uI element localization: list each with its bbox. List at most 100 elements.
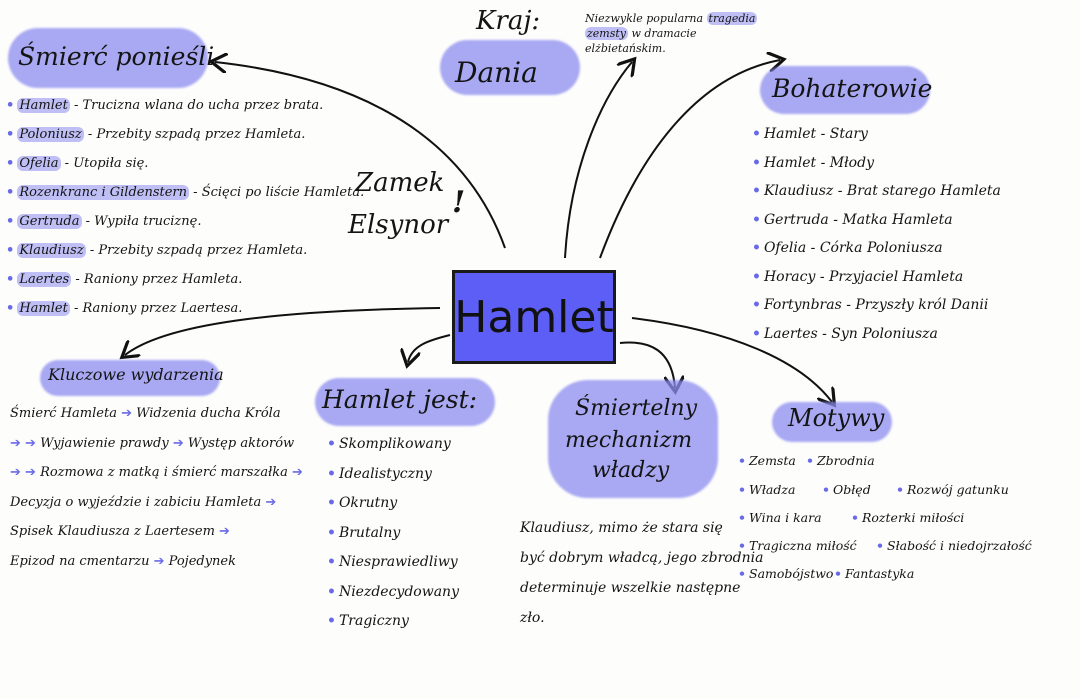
bullet-dot: • xyxy=(876,538,884,553)
bullet-dot: • xyxy=(327,495,336,511)
motif-text: Władza xyxy=(749,482,796,497)
arrow-icon: ➔ xyxy=(10,465,26,480)
heroes-list-item: •Klaudiusz - Brat starego Hamleta xyxy=(752,183,1001,199)
death-cause-text: - Utopiła się. xyxy=(60,156,149,171)
motif-text: Rozterki miłości xyxy=(862,510,965,525)
genre-note-line-2: zemsty w dramacie xyxy=(585,27,696,40)
death-list-item: •Poloniusz - Przebity szpadą przez Hamle… xyxy=(6,127,305,142)
arrow-icon: ➔ xyxy=(25,465,41,480)
central-node-hamlet: Hamlet xyxy=(452,270,616,364)
events-list-line: Epizod na cmentarzu ➔ Pojedynek xyxy=(10,554,236,569)
bullet-dot: • xyxy=(6,214,15,229)
motif-item: •Obłęd xyxy=(822,482,871,497)
bullet-dot: • xyxy=(752,268,761,285)
genre-text-2: w dramacie xyxy=(628,27,697,40)
bullet-dot: • xyxy=(6,243,15,258)
bullet-dot: • xyxy=(752,297,761,313)
mechanism-text-line: determinuje wszelkie następne xyxy=(520,580,741,596)
motif-text: Samobójstwo xyxy=(749,566,834,581)
arrow-to-heroes xyxy=(599,60,780,259)
bullet-dot: • xyxy=(806,453,814,468)
trait-text: Idealistyczny xyxy=(338,465,432,482)
genre-highlight-1: tragedia xyxy=(706,12,758,25)
central-node-label: Hamlet xyxy=(454,291,614,343)
motif-item: •Władza xyxy=(738,482,795,497)
motif-item: •Rozterki miłości xyxy=(851,510,964,525)
mechanism-title-line-1: Śmiertelny xyxy=(575,396,697,421)
heroes-list-item: •Laertes - Syn Poloniusza xyxy=(752,326,938,342)
bullet-dot: • xyxy=(752,240,761,256)
heroes-list-item: •Hamlet - Młody xyxy=(752,155,874,171)
country-label: Kraj: xyxy=(476,6,541,36)
death-cause-text: - Przebity szpadą przez Hamleta. xyxy=(85,243,308,258)
arrow-icon: ➔ xyxy=(168,435,188,451)
bullet-dot: • xyxy=(327,524,336,541)
hero-text: Hamlet - Młody xyxy=(763,154,874,171)
motif-text: Wina i kara xyxy=(749,510,822,525)
trait-text: Brutalny xyxy=(338,524,401,541)
hamlet-is-item: •Brutalny xyxy=(327,525,400,541)
events-list-line: ➔ ➔ Wyjawienie prawdy ➔ Występ aktorów xyxy=(10,436,294,451)
bullet-dot: • xyxy=(6,156,15,171)
event-text: Rozmowa z matką i śmierć marszałka xyxy=(40,465,288,480)
hero-text: Hamlet - Stary xyxy=(763,126,868,142)
death-list-item: •Gertruda - Wypiła truciznę. xyxy=(6,214,201,229)
bullet-dot: • xyxy=(738,566,746,581)
motif-text: Słabość i niedojrzałość xyxy=(887,538,1032,553)
mechanism-title-highlight xyxy=(548,380,718,498)
hero-text: Gertruda - Matka Hamleta xyxy=(763,211,953,228)
death-character-name: Poloniusz xyxy=(17,127,84,142)
arrow-icon: ➔ xyxy=(10,435,26,451)
events-list-line: Śmierć Hamleta ➔ Widzenia ducha Króla xyxy=(10,406,281,421)
hero-text: Fortynbras - Przyszły król Danii xyxy=(763,297,989,313)
bullet-dot: • xyxy=(752,154,761,171)
hero-text: Klaudiusz - Brat starego Hamleta xyxy=(763,183,1001,199)
event-text: Spisek Klaudiusza z Laertesem xyxy=(10,524,215,539)
motif-text: Tragiczna miłość xyxy=(749,538,857,553)
trait-text: Niesprawiedliwy xyxy=(338,554,458,570)
trait-text: Okrutny xyxy=(338,495,398,511)
motif-item: •Fantastyka xyxy=(834,566,914,581)
genre-note-line-3: elżbietańskim. xyxy=(585,42,666,55)
mechanism-text-line: być dobrym władcą, jego zbrodnia xyxy=(520,550,764,566)
bullet-dot: • xyxy=(752,126,761,142)
event-text: Pojedynek xyxy=(168,553,237,569)
event-text: Występ aktorów xyxy=(187,435,295,451)
genre-text-1: Niezwykle popularna xyxy=(585,12,704,25)
event-text: Śmierć Hamleta xyxy=(10,406,117,421)
motif-text: Obłęd xyxy=(833,482,871,497)
events-section-title: Kluczowe wydarzenia xyxy=(48,365,224,384)
motif-item: •Wina i kara xyxy=(738,510,822,525)
genre-highlight-2: zemsty xyxy=(585,27,629,40)
death-character-name: Ofelia xyxy=(17,156,61,171)
bullet-dot: • xyxy=(6,127,15,142)
arrow-icon: ➔ xyxy=(25,435,41,451)
bullet-dot: • xyxy=(6,185,15,200)
death-cause-text: - Przebity szpadą przez Hamleta. xyxy=(83,127,306,142)
mechanism-title-line-3: władzy xyxy=(592,458,670,483)
motif-text: Fantastyka xyxy=(845,566,915,581)
hamlet-is-item: •Skomplikowany xyxy=(327,436,451,452)
hero-text: Laertes - Syn Poloniusza xyxy=(763,325,938,342)
hamlet-is-title-highlight xyxy=(315,378,495,426)
arrow-icon: ➔ xyxy=(116,406,137,421)
death-character-name: Gertruda xyxy=(17,214,82,229)
death-cause-text: - Wypiła truciznę. xyxy=(81,214,202,229)
mechanism-text-line: Klaudiusz, mimo że stara się xyxy=(520,520,723,536)
motif-item: •Słabość i niedojrzałość xyxy=(876,538,1032,553)
event-text: Epizod na cmentarzu xyxy=(10,553,150,569)
castle-mark: ! xyxy=(452,185,466,220)
death-character-name: Hamlet xyxy=(17,301,70,316)
motif-item: •Zemsta xyxy=(738,453,796,468)
death-list-item: •Laertes - Raniony przez Hamleta. xyxy=(6,272,242,287)
hamlet-is-item: •Okrutny xyxy=(327,495,397,511)
events-list-line: ➔ ➔ Rozmowa z matką i śmierć marszałka ➔ xyxy=(10,465,303,480)
heroes-list-item: •Fortynbras - Przyszły król Danii xyxy=(752,297,988,313)
bullet-dot: • xyxy=(752,211,761,228)
arrow-icon: ➔ xyxy=(261,494,277,510)
heroes-list-item: •Ofelia - Córka Poloniusza xyxy=(752,240,943,256)
death-section-title: Śmierć ponieśli xyxy=(18,42,215,71)
motifs-title-highlight xyxy=(772,402,892,442)
bullet-dot: • xyxy=(6,98,15,113)
